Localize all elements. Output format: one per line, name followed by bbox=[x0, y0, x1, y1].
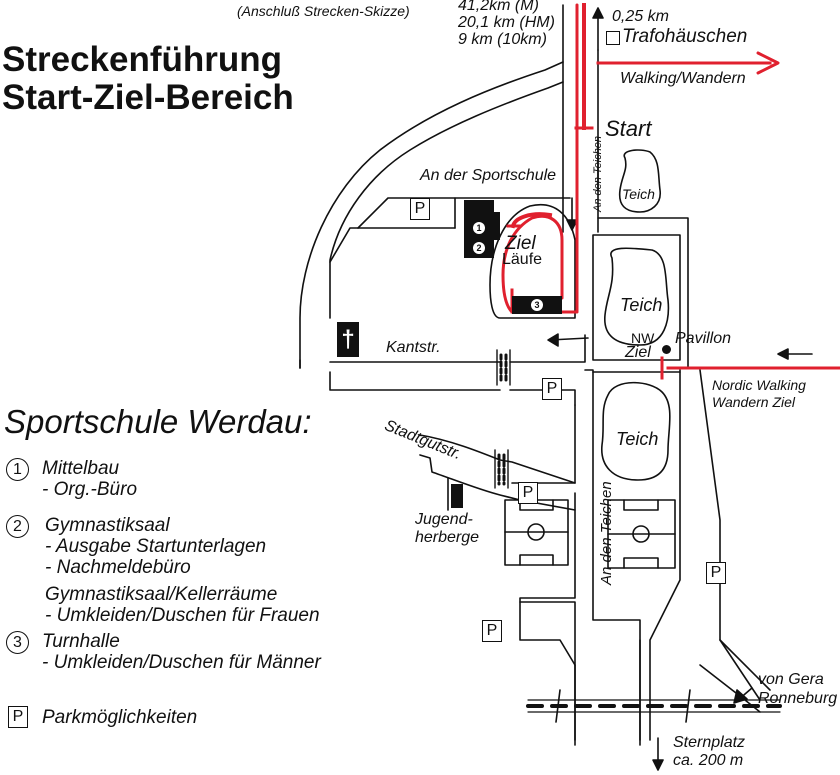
legend-item-basement-line2: - Umkleiden/Duschen für Frauen bbox=[45, 605, 320, 626]
road-top-right bbox=[597, 217, 689, 369]
parking-icon: P bbox=[706, 562, 726, 584]
von-gera-label: von Gera bbox=[758, 671, 824, 688]
parking-icon: P bbox=[482, 620, 502, 642]
parking-icon: P bbox=[518, 482, 538, 504]
legend-item-3-line2: - Umkleiden/Duschen für Männer bbox=[42, 652, 321, 673]
street-kantstr: Kantstr. bbox=[386, 339, 441, 356]
legend-item-basement-line1: Gymnastiksaal/Kellerräume bbox=[45, 584, 278, 605]
distance-label: 0,25 km bbox=[612, 8, 669, 25]
jugend-label-line2: herberge bbox=[415, 529, 480, 546]
map-title-line2: Start-Ziel-Bereich bbox=[2, 78, 294, 117]
legend-parking-label: Parkmöglichkeiten bbox=[42, 707, 198, 728]
road-an-der-sportschule-n bbox=[357, 197, 571, 229]
legend-item-1-line1: Mittelbau bbox=[42, 458, 120, 479]
legend-parking-icon: P bbox=[8, 706, 28, 728]
trafo-icon bbox=[606, 31, 620, 45]
chapel-icon: † bbox=[337, 322, 359, 357]
track-outer bbox=[489, 203, 576, 319]
building-jugendherberge bbox=[451, 484, 463, 508]
parking-icon: P bbox=[542, 378, 562, 400]
parking-icon: P bbox=[410, 198, 430, 220]
building-turnhalle: 3 bbox=[512, 296, 562, 314]
road-north-west-inner bbox=[329, 81, 564, 319]
start-label: Start bbox=[605, 116, 652, 141]
legend-item-2-line2: - Ausgabe Startunterlagen bbox=[45, 536, 267, 557]
jugend-label-line1: Jugend- bbox=[415, 511, 473, 528]
legend-heading: Sportschule Werdau: bbox=[4, 403, 312, 440]
legend-item-3-line1: Turnhalle bbox=[42, 631, 120, 652]
building-sportschule: 1 2 bbox=[464, 200, 494, 258]
route-note-marathon: 41,2km (M) bbox=[458, 0, 539, 14]
route-note-half: 20,1 km (HM) bbox=[458, 14, 555, 31]
legend-item-1-line2: - Org.-Büro bbox=[42, 479, 138, 500]
legend-num-1: 1 bbox=[6, 458, 29, 481]
nordic-label-line2: Wandern Ziel bbox=[712, 394, 796, 410]
road-stadtgutstr-s bbox=[419, 454, 576, 511]
building-2-marker: 2 bbox=[473, 242, 485, 254]
road-an-der-sportschule-s bbox=[329, 227, 456, 263]
street-an-der-sportschule: An der Sportschule bbox=[420, 167, 557, 184]
legend-num-2: 2 bbox=[6, 515, 29, 538]
building-3-marker: 3 bbox=[531, 299, 543, 311]
route-ziel-hook bbox=[510, 212, 553, 229]
laeufe-label: Läufe bbox=[502, 251, 543, 268]
legend-item-2-line1: Gymnastiksaal bbox=[45, 515, 170, 536]
walking-label: Walking/Wandern bbox=[620, 70, 746, 87]
pond-mid-label: Teich bbox=[620, 295, 663, 315]
sternplatz-distance-label: ca. 200 m bbox=[673, 752, 744, 769]
pond-low-label: Teich bbox=[616, 429, 659, 449]
street-an-den-teichen-top: An den Teichen bbox=[592, 135, 604, 212]
legend-item-2-line3: - Nachmeldebüro bbox=[45, 557, 191, 578]
street-an-den-teichen-bottom: An den Teichen bbox=[598, 481, 615, 585]
pond-small bbox=[618, 149, 661, 213]
road-north-west bbox=[299, 61, 564, 369]
building-sportschule-annex bbox=[494, 212, 500, 240]
pavillon-marker bbox=[662, 345, 671, 354]
ziel-label: Ziel bbox=[505, 233, 536, 254]
ronneburg-label: Ronneburg bbox=[758, 690, 838, 707]
legend-num-3: 3 bbox=[6, 631, 29, 654]
route-main bbox=[501, 3, 579, 314]
route-note-ten-k: 9 km (10km) bbox=[458, 31, 547, 48]
pond-low bbox=[601, 381, 671, 481]
pond-mid bbox=[604, 247, 670, 346]
route-note-anschluss: (Anschluß Strecken-Skizze) bbox=[237, 3, 410, 19]
map-title-line1: Streckenführung bbox=[2, 40, 283, 79]
road-kantstr-bottom bbox=[329, 371, 501, 391]
building-1-marker: 1 bbox=[473, 222, 485, 234]
pond-small-label: Teich bbox=[622, 186, 655, 202]
nw-label: NW bbox=[631, 330, 655, 346]
trafo-label: Trafohäuschen bbox=[622, 26, 748, 47]
nordic-label-line1: Nordic Walking bbox=[712, 377, 806, 393]
road-center-down bbox=[511, 404, 576, 484]
nw-ziel-label: Ziel bbox=[625, 344, 651, 361]
pavillon-label: Pavillon bbox=[675, 330, 732, 347]
sternplatz-label: Sternplatz bbox=[673, 734, 746, 751]
